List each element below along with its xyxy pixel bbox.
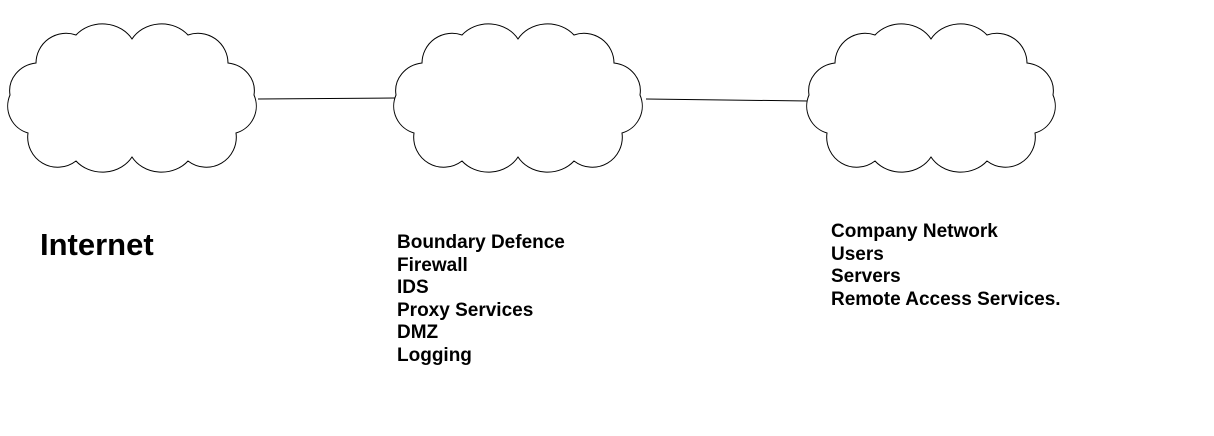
company-title: Company Network xyxy=(831,221,998,242)
connector-internet-boundary xyxy=(257,97,396,100)
boundary-label-block: Boundary Defence Firewall IDS Proxy Serv… xyxy=(397,232,565,367)
company-item-users: Users xyxy=(831,243,884,265)
internet-label-block: Internet xyxy=(40,227,154,263)
cloud-boundary xyxy=(393,23,643,173)
company-item-remote-access: Remote Access Services. xyxy=(831,288,1061,310)
boundary-item-logging: Logging xyxy=(397,344,472,366)
cloud-internet xyxy=(7,23,257,173)
boundary-item-dmz: DMZ xyxy=(397,322,439,343)
company-label-block: Company Network Users Servers Remote Acc… xyxy=(831,221,1061,311)
boundary-item-firewall: Firewall xyxy=(397,254,468,276)
boundary-title: Boundary Defence xyxy=(397,232,565,253)
company-item-servers: Servers xyxy=(831,266,901,287)
internet-label: Internet xyxy=(40,227,154,262)
cloud-company xyxy=(806,23,1056,173)
connector-boundary-company xyxy=(645,98,809,102)
boundary-item-proxy: Proxy Services xyxy=(397,299,534,321)
boundary-item-ids: IDS xyxy=(397,277,429,298)
